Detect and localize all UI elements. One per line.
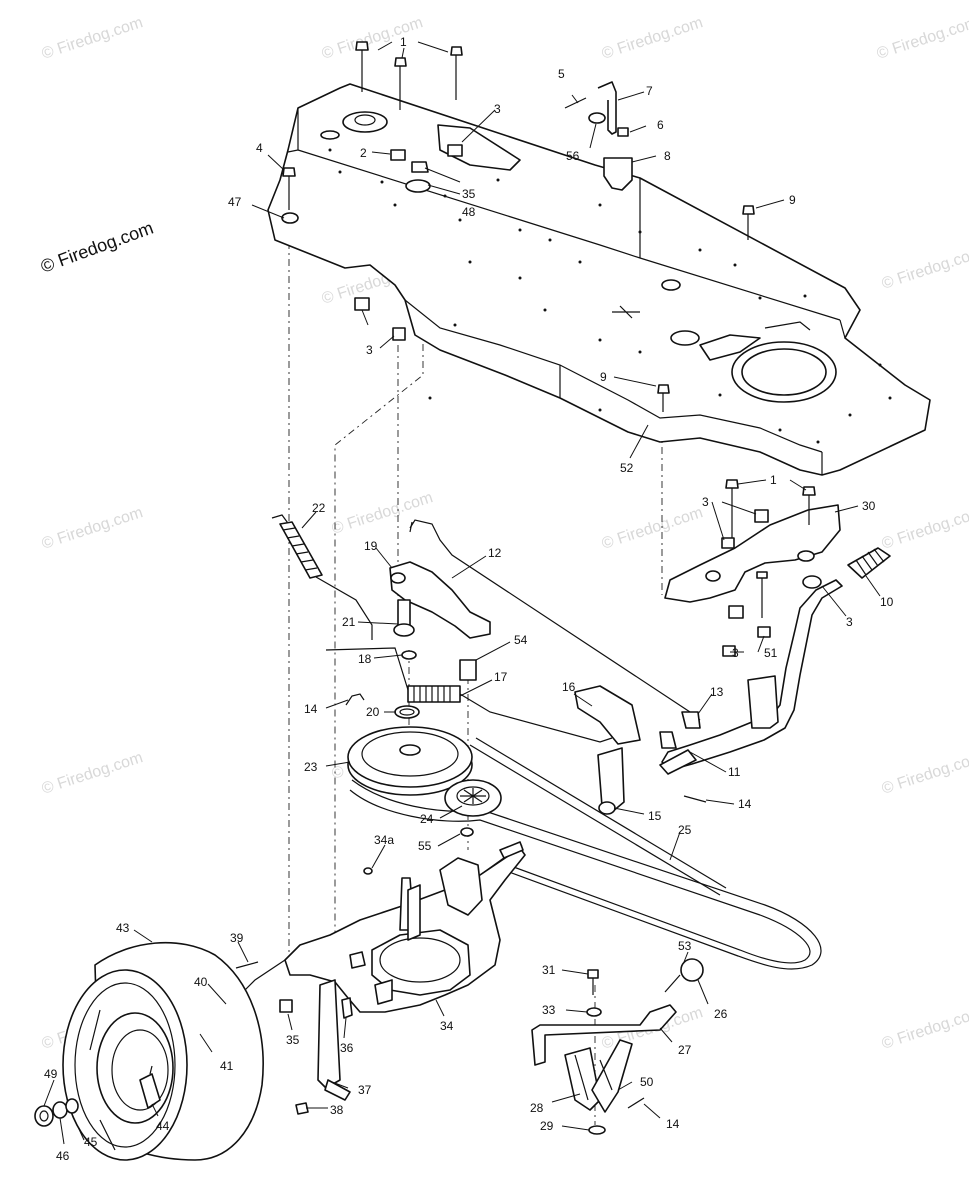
callout-20: 20 bbox=[366, 705, 380, 719]
callout-3: 3 bbox=[494, 102, 501, 116]
callout-1: 1 bbox=[770, 473, 777, 487]
callout-34: 34 bbox=[440, 1019, 454, 1033]
callout-41: 41 bbox=[220, 1059, 234, 1073]
callout-12: 12 bbox=[488, 546, 502, 560]
idler-bracket bbox=[389, 561, 491, 681]
callout-55: 55 bbox=[418, 839, 432, 853]
callout-21: 21 bbox=[342, 615, 356, 629]
bolt bbox=[281, 41, 755, 412]
callout-23: 23 bbox=[304, 760, 318, 774]
callout-33: 33 bbox=[542, 1003, 556, 1017]
callout-18: 18 bbox=[358, 652, 372, 666]
callout-38: 38 bbox=[330, 1103, 344, 1117]
brake-linkage bbox=[531, 958, 704, 1135]
callout-9: 9 bbox=[789, 193, 796, 207]
callout-44: 44 bbox=[156, 1119, 170, 1133]
callout-14: 14 bbox=[738, 797, 752, 811]
callout-9: 9 bbox=[600, 370, 607, 384]
callout-14: 14 bbox=[666, 1117, 680, 1131]
transaxle bbox=[239, 841, 526, 1013]
callout-34a: 34a bbox=[374, 833, 394, 847]
callout-37: 37 bbox=[358, 1083, 372, 1097]
callout-3: 3 bbox=[846, 615, 853, 629]
callout-3: 3 bbox=[732, 646, 739, 660]
callout-27: 27 bbox=[678, 1043, 692, 1057]
callout-10: 10 bbox=[880, 595, 894, 609]
callout-31: 31 bbox=[542, 963, 556, 977]
right-bracket bbox=[664, 479, 841, 657]
callout-54: 54 bbox=[514, 633, 528, 647]
callout-30: 30 bbox=[862, 499, 876, 513]
callout-8: 8 bbox=[664, 149, 671, 163]
callout-35: 35 bbox=[462, 187, 476, 201]
callout-3: 3 bbox=[366, 343, 373, 357]
callout-43: 43 bbox=[116, 921, 130, 935]
callout-52: 52 bbox=[620, 461, 634, 475]
callout-47: 47 bbox=[228, 195, 242, 209]
callout-2: 2 bbox=[360, 146, 367, 160]
callout-19: 19 bbox=[364, 539, 378, 553]
callout-25: 25 bbox=[678, 823, 692, 837]
shift-lever bbox=[659, 547, 891, 775]
callout-22: 22 bbox=[312, 501, 326, 515]
callout-51: 51 bbox=[764, 646, 778, 660]
callout-50: 50 bbox=[640, 1075, 654, 1089]
callouts: 1 2 3 4 5 6 7 8 9 9 47 48 35 56 3 52 1 3… bbox=[44, 35, 894, 1163]
callout-3: 3 bbox=[702, 495, 709, 509]
callout-56: 56 bbox=[566, 149, 580, 163]
callout-26: 26 bbox=[714, 1007, 728, 1021]
callout-48: 48 bbox=[462, 205, 476, 219]
callout-45: 45 bbox=[84, 1135, 98, 1149]
callout-46: 46 bbox=[56, 1149, 70, 1163]
callout-53: 53 bbox=[678, 939, 692, 953]
callout-28: 28 bbox=[530, 1101, 544, 1115]
callout-29: 29 bbox=[540, 1119, 554, 1133]
leader-lines bbox=[43, 41, 881, 1145]
callout-17: 17 bbox=[494, 670, 508, 684]
callout-39: 39 bbox=[230, 931, 244, 945]
callout-24: 24 bbox=[420, 812, 434, 826]
frame-deck bbox=[267, 83, 931, 476]
drive-pulley bbox=[347, 705, 473, 796]
callout-7: 7 bbox=[646, 84, 653, 98]
callout-13: 13 bbox=[710, 685, 724, 699]
shift-arm bbox=[295, 979, 353, 1115]
idler-pulley bbox=[444, 779, 502, 837]
callout-16: 16 bbox=[562, 680, 576, 694]
callout-5: 5 bbox=[558, 67, 565, 81]
callout-15: 15 bbox=[648, 809, 662, 823]
callout-36: 36 bbox=[340, 1041, 354, 1055]
callout-49: 49 bbox=[44, 1067, 58, 1081]
drive-belt bbox=[349, 737, 822, 970]
callout-35: 35 bbox=[286, 1033, 300, 1047]
callout-11: 11 bbox=[728, 765, 741, 779]
callout-40: 40 bbox=[194, 975, 208, 989]
springs bbox=[271, 514, 613, 743]
callout-1: 1 bbox=[400, 35, 407, 49]
callout-4: 4 bbox=[256, 141, 263, 155]
rear-wheel bbox=[34, 941, 264, 1161]
control-rod bbox=[409, 519, 701, 729]
callout-6: 6 bbox=[657, 118, 664, 132]
brake-arm bbox=[574, 685, 707, 815]
callout-14: 14 bbox=[304, 702, 318, 716]
